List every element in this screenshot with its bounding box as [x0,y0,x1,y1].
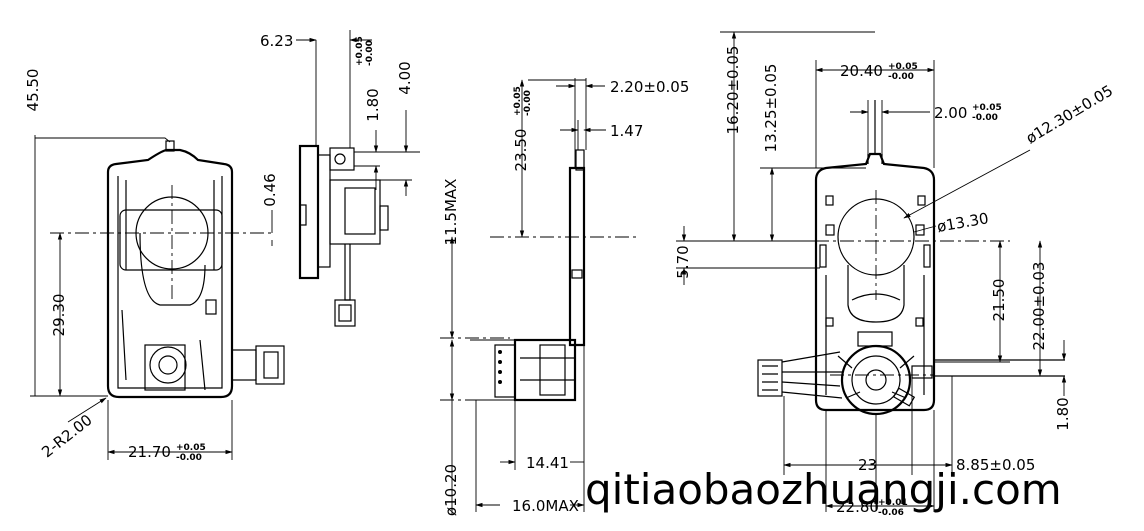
tol-20-40-lower: -0.00 [888,72,914,82]
dim-2-00: 2.00 [934,104,967,122]
dim-13-25: 13.25±0.05 [762,64,780,153]
tol-23-50-lower: -0.00 [523,90,533,116]
tol-21-70-lower: -0.00 [176,453,202,463]
side-detail-view: 6.23 1.80 +0.05 -0.00 4.00 [260,30,420,327]
tol-22-80-upper: +0.01 [878,498,908,508]
tol-1-80-upper: +0.05 [355,36,365,66]
tol-22-80-lower: -0.06 [878,508,904,518]
dim-dia-12-30: ø12.30±0.05 [1023,81,1116,147]
dim-2-20: 2.20±0.05 [610,78,689,96]
dim-dia-10-20: ø10.20 [442,464,460,516]
dim-1-80: 1.80 [364,88,382,121]
dim-0-46: 0.46 [261,173,279,206]
dim-23: 23 [858,456,877,474]
tol-2-00-lower: -0.00 [972,113,998,123]
dim-20-40: 20.40 [840,62,883,80]
dim-8-85: 8.85±0.05 [956,456,1035,474]
dim-14-41: 14.41 [526,454,569,472]
dim-21-50: 21.50 [990,279,1008,322]
dim-1-80-rear: 1.80 [1054,397,1072,430]
dim-2-r2-00: 2-R2.00 [38,411,95,461]
dim-11-5-max: 11.5MAX [442,179,460,246]
tol-20-40-upper: +0.05 [888,62,918,72]
dim-16-20: 16.20±0.05 [724,46,742,135]
rear-view: 16.20±0.05 13.25±0.05 20.40 +0.05 -0.00 … [674,31,1116,518]
tol-2-00-upper: +0.05 [972,103,1002,113]
tol-23-50-upper: +0.05 [513,86,523,116]
side-profile-view: 2.20±0.05 1.47 23.50 +0.05 -0.00 11.5MAX… [440,78,689,516]
tol-21-70-upper: +0.05 [176,443,206,453]
dim-dia-13-30: ø13.30 [936,209,990,236]
dim-23-50: 23.50 [512,129,530,172]
tol-1-80-lower: -0.00 [365,40,375,66]
dim-22-80: 22.80 [836,498,879,516]
dim-45-50: 45.50 [24,69,42,112]
dim-1-47: 1.47 [610,122,643,140]
dim-21-70: 21.70 [128,443,171,461]
dim-22-00: 22.00±0.03 [1030,262,1048,351]
front-view: 45.50 29.30 0.46 2-R2.00 21.70 +0.05 -0.… [24,69,285,463]
dim-4-00: 4.00 [396,61,414,94]
dim-16-0-max: 16.0MAX [512,497,579,515]
dim-6-23: 6.23 [260,32,293,50]
dim-5-70: 5.70 [674,245,692,278]
watermark-text: qitiaobaozhuangji.com [585,465,1062,514]
dim-29-30: 29.30 [50,294,68,337]
